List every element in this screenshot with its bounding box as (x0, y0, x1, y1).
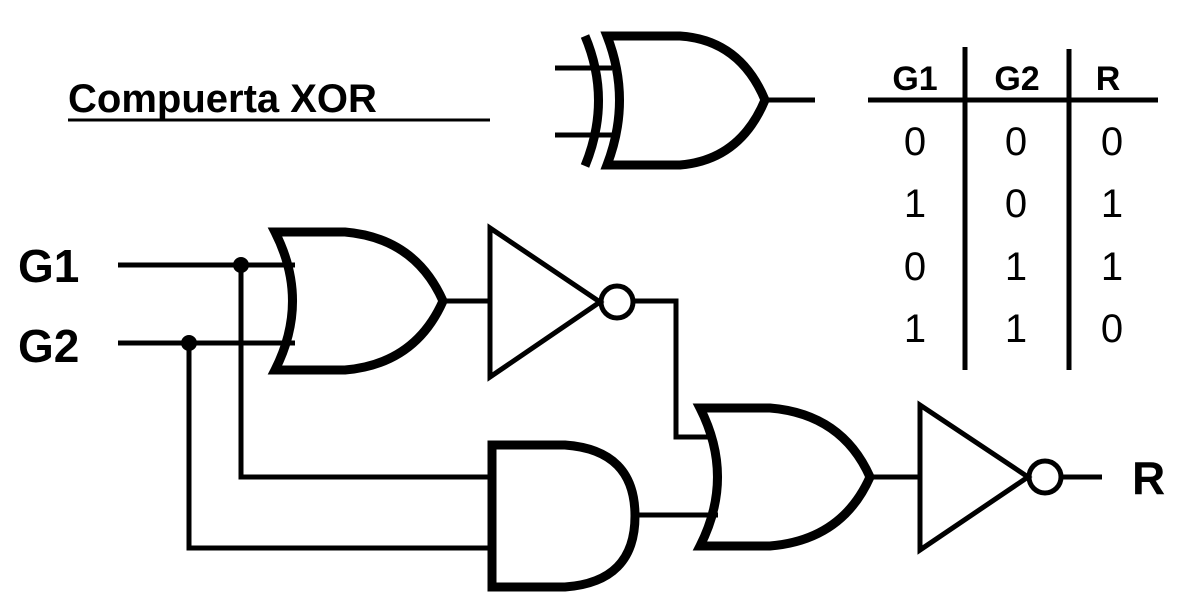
input-label-g1: G1 (18, 240, 79, 292)
junction-dot-g1 (233, 257, 249, 273)
and-gate (487, 440, 640, 592)
svg-text:1: 1 (1101, 245, 1123, 289)
table-header-r: R (1096, 60, 1121, 98)
svg-text:1: 1 (904, 182, 926, 226)
svg-text:0: 0 (904, 120, 926, 164)
table-header-g2: G2 (994, 60, 1039, 98)
input-label-g2: G2 (18, 320, 79, 372)
svg-text:0: 0 (1005, 120, 1027, 164)
truth-table: G1 G2 R 0 0 0 1 0 1 0 1 1 1 1 0 (868, 47, 1158, 370)
table-row: 1 0 1 (904, 182, 1123, 226)
svg-text:0: 0 (1005, 182, 1027, 226)
table-header-g1: G1 (892, 60, 937, 98)
svg-text:0: 0 (1101, 120, 1123, 164)
junction-dot-g2 (181, 335, 197, 351)
svg-text:1: 1 (1005, 245, 1027, 289)
svg-text:1: 1 (904, 307, 926, 351)
svg-text:1: 1 (1005, 307, 1027, 351)
table-row: 0 1 1 (904, 245, 1123, 289)
xor-gate-symbol (555, 31, 815, 170)
wires (118, 262, 1102, 551)
not-gate-2 (917, 400, 1064, 555)
or-gate-1 (267, 227, 448, 375)
svg-text:0: 0 (1101, 307, 1123, 351)
output-label-r: R (1132, 452, 1165, 504)
svg-text:1: 1 (1101, 182, 1123, 226)
diagram-title: Compuerta XOR (68, 77, 377, 121)
not-gate-1 (487, 223, 636, 382)
table-row: 1 1 0 (904, 307, 1123, 351)
or-gate-2 (692, 403, 875, 551)
table-row: 0 0 0 (904, 120, 1123, 164)
svg-text:0: 0 (904, 245, 926, 289)
